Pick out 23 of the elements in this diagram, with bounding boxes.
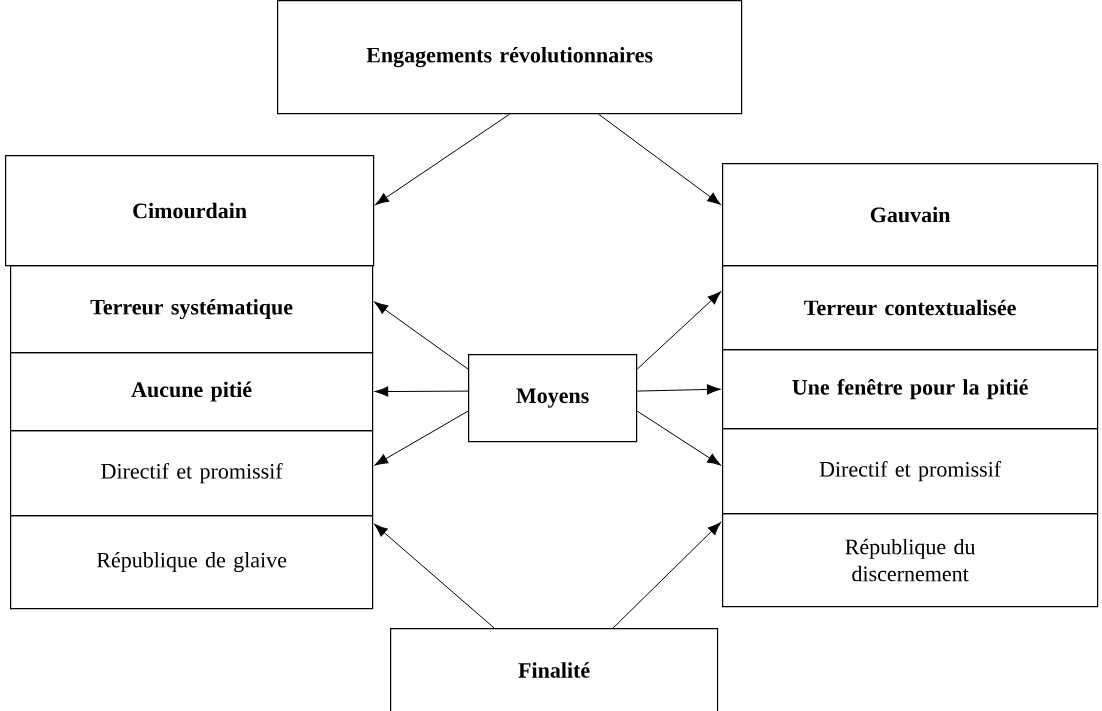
arrow [374, 386, 469, 397]
text-box: Engagements révolutionnaires [277, 0, 743, 115]
text-box: République de glaive [10, 515, 374, 610]
arrow [598, 113, 721, 205]
text-box: République du discernement [722, 513, 1099, 608]
arrow [636, 384, 721, 395]
text-box: Directif et promissif [10, 430, 374, 517]
arrow [612, 522, 721, 629]
arrow [374, 301, 469, 370]
text-box: Gauvain [722, 163, 1099, 267]
text-box: Cimourdain [5, 155, 375, 267]
arrow [636, 291, 721, 370]
arrow [375, 113, 511, 205]
text-box: Finalité [390, 628, 719, 711]
text-box: Directif et promissif [722, 428, 1099, 515]
text-box: Une fenêtre pour la pitié [722, 349, 1099, 430]
text-box: Aucune pitié [10, 352, 374, 432]
text-box: Terreur systématique [10, 265, 374, 354]
arrow [636, 410, 721, 466]
text-box: Terreur contextualisée [722, 265, 1099, 351]
text-box: Moyens [468, 354, 638, 443]
arrow [374, 410, 469, 466]
arrow [374, 523, 495, 629]
